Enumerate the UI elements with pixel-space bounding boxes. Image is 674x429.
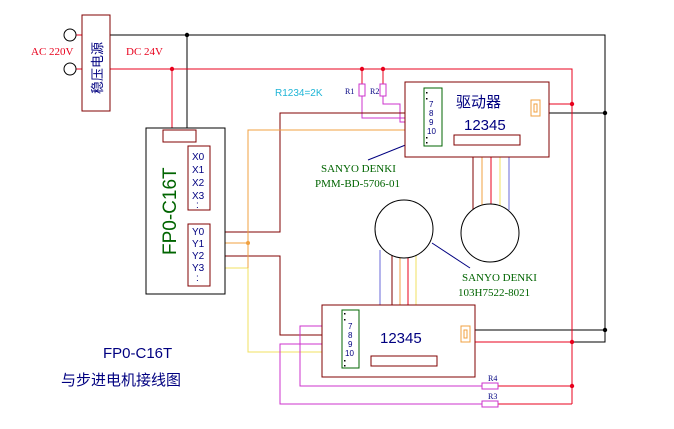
r1234-label: R1234=2K [275, 88, 323, 99]
plc-input-label: X1 [192, 165, 205, 176]
dc-positive-wire [110, 68, 573, 404]
r4-label: R4 [488, 374, 497, 383]
driver-pin-label: 7 [429, 100, 434, 109]
driver-pin-label: 9 [348, 340, 353, 349]
dc-label: DC 24V [126, 46, 163, 58]
plc-input-label: : [196, 200, 199, 211]
ac-terminal-top [63, 28, 77, 42]
driver-bottom-pins: 7 8 9 10 [345, 322, 354, 358]
pin-dot [426, 142, 428, 144]
driver-top-connector-label: 12345 [464, 117, 506, 134]
junction-dot [380, 66, 386, 72]
y0-wire [210, 112, 424, 233]
pin-dot [426, 98, 428, 100]
resistor-r1 [358, 83, 366, 97]
pin-dot [344, 313, 346, 315]
caption-subtitle: 与步进电机接线图 [61, 372, 181, 389]
motor-maker: SANYO DENKI [462, 272, 537, 284]
power-regulator-label: 稳压电源 [90, 42, 105, 94]
plc-output-label: : [196, 273, 199, 284]
r1-label: R1 [345, 87, 354, 96]
junction-dot [169, 66, 175, 72]
driver-bottom-connector-label: 12345 [380, 330, 422, 347]
y2-wire [210, 255, 342, 336]
r4-to-pin7 [299, 325, 482, 387]
junction-dot [246, 241, 250, 245]
motor-maker-leader [431, 242, 471, 269]
driver-pin-label: 8 [348, 331, 353, 340]
wires [76, 34, 606, 405]
junction-dot [359, 66, 365, 72]
junction-dot [184, 32, 190, 38]
r3-label: R3 [488, 392, 497, 401]
plc-body [145, 127, 226, 295]
ac-terminal-bottom [63, 62, 77, 76]
plc-output-label: Y1 [192, 239, 205, 250]
r2-label: R2 [370, 87, 379, 96]
y1-wire [210, 129, 424, 244]
pin-dot [344, 365, 346, 367]
pin-dot [426, 137, 428, 139]
plc-input-label: X3 [192, 191, 205, 202]
driver-top-power-connector [530, 99, 541, 117]
driver-bottom-pin-block [341, 309, 360, 369]
resistor-r3 [481, 400, 499, 408]
driver-pin-label: 10 [345, 349, 354, 358]
driver-top-power-pin [533, 103, 538, 113]
ac-label: AC 220V [31, 46, 74, 58]
driver-bottom-pin-dots [344, 313, 346, 367]
plc-input-label: X0 [192, 152, 205, 163]
driver-bottom-power-pin [463, 329, 468, 339]
junction-dot [602, 110, 608, 116]
junction-dot [569, 383, 575, 389]
plc-output-block [187, 223, 211, 287]
driver-top-pin-dots [426, 92, 428, 144]
r3-to-pin9 [279, 343, 482, 405]
plc-output-label: Y0 [192, 227, 205, 238]
plc-output-label: Y3 [192, 263, 205, 274]
junction-dot [569, 101, 575, 107]
resistor-r4 [481, 382, 499, 390]
caption-title: FP0-C16T [103, 345, 172, 362]
plc-outputs: Y0 Y1 Y2 Y3 : [192, 227, 205, 284]
driver-top-motor-connector [453, 134, 521, 146]
stepper-motor-left [374, 199, 434, 259]
plc-model-label: FP0-C16T [160, 167, 181, 255]
junction-dot [569, 339, 575, 345]
stepper-motor-right [460, 203, 520, 263]
driver-top-model: PMM-BD-5706-01 [315, 178, 400, 190]
dc-negative-wire [110, 34, 606, 343]
plc-input-label: X2 [192, 178, 205, 189]
junction-dots [169, 32, 608, 389]
plc-power-connector [162, 129, 197, 143]
pin-dot [344, 319, 346, 321]
y3-wire [210, 267, 342, 353]
driver-top-pins: 7 8 9 10 [427, 100, 436, 136]
driver-top-title: 驱动器 [456, 94, 501, 111]
driver-bottom-motor-connector [370, 355, 438, 367]
driver-top-pin-block [423, 87, 443, 147]
pin-dot [344, 360, 346, 362]
plc-inputs: X0 X1 X2 X3 : [192, 152, 205, 211]
plc-output-label: Y2 [192, 251, 205, 262]
plc-input-block [187, 145, 211, 211]
motor-model: 103H7522-8021 [458, 287, 530, 299]
driver-bottom-power-connector [460, 325, 471, 343]
driver-pin-label: 9 [429, 118, 434, 127]
power-regulator [81, 14, 111, 112]
driver-pin-label: 7 [348, 322, 353, 331]
pin-dot [426, 92, 428, 94]
driver-top-maker: SANYO DENKI [321, 163, 396, 175]
driver-pin-label: 10 [427, 127, 436, 136]
driver-pin-label: 8 [429, 109, 434, 118]
resistor-r2 [379, 83, 387, 97]
junction-dot [602, 327, 608, 333]
